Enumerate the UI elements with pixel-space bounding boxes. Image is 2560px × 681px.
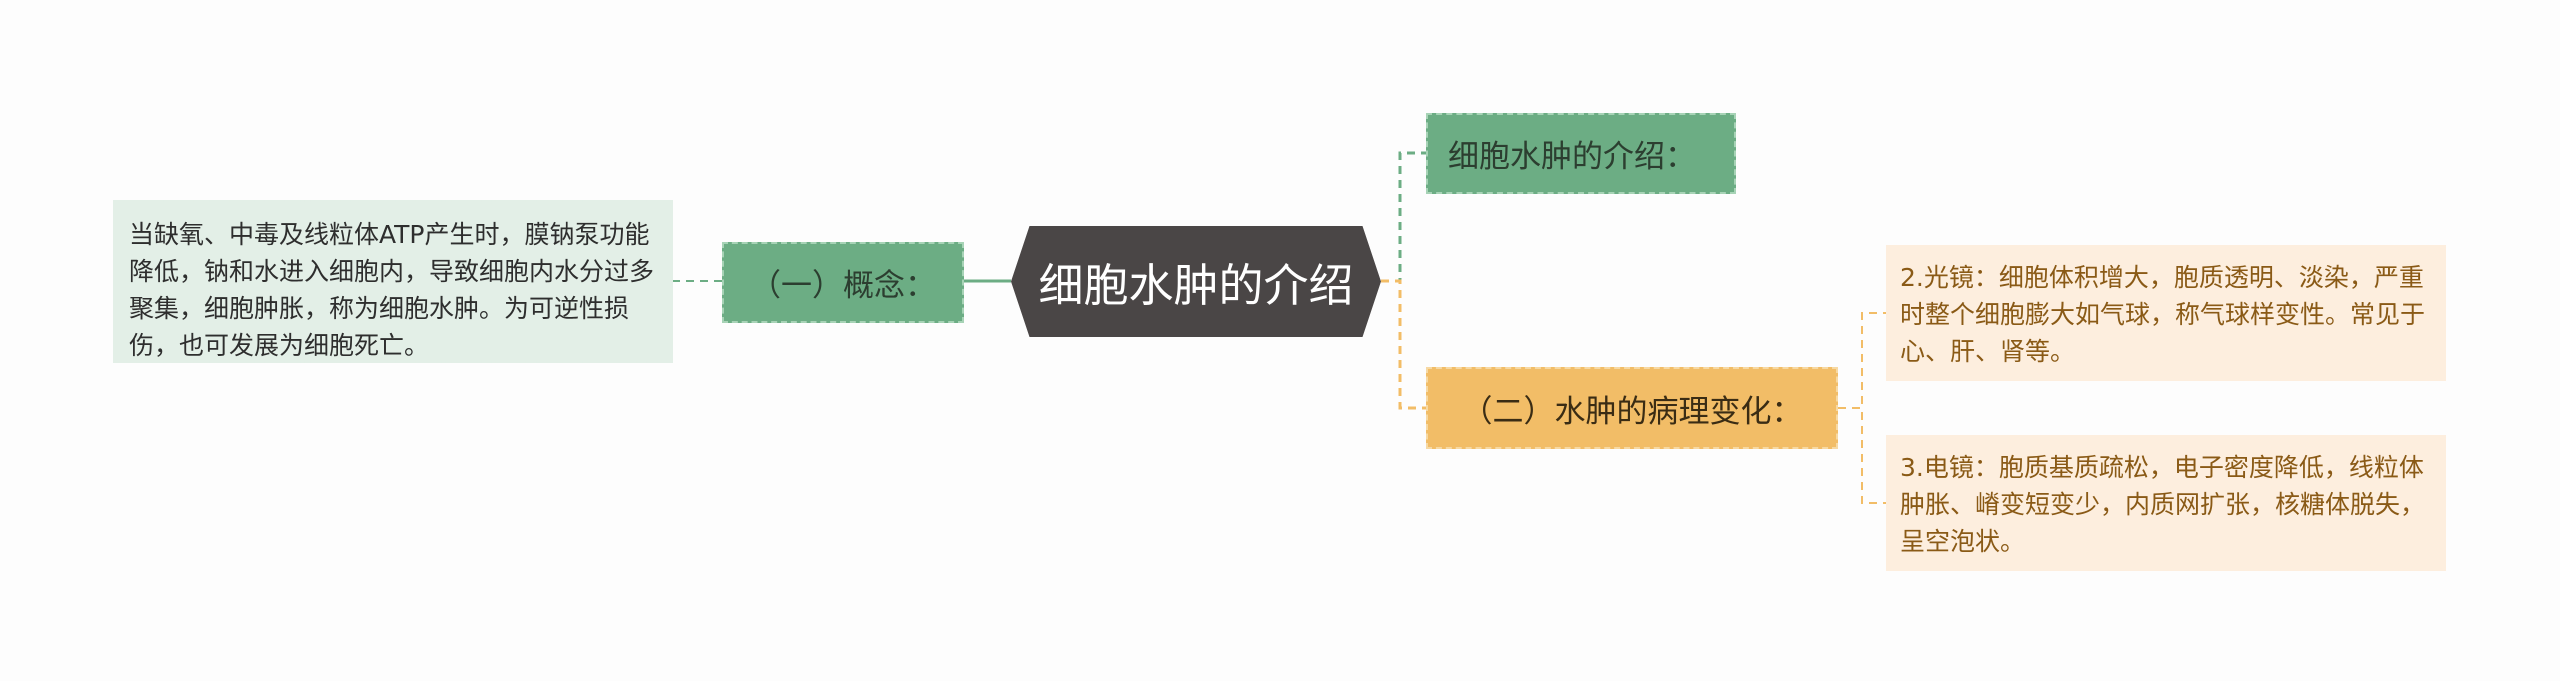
topic-pathology-label: （二）水肿的病理变化： xyxy=(1461,393,1803,430)
topic-pathology[interactable]: （二）水肿的病理变化： xyxy=(1426,367,1838,449)
pathology-item[interactable]: 3.电镜：胞质基质疏松，电子密度降低，线粒体肿胀、嵴变短变少，内质网扩张，核糖体… xyxy=(1886,435,2446,571)
connector-pathology-leaf-2 xyxy=(1838,407,1886,504)
topic-concept-label: （一）概念： xyxy=(750,268,936,304)
connector-central-pathology xyxy=(1381,279,1426,410)
pathology-item[interactable]: 2.光镜：细胞体积增大，胞质透明、淡染，严重时整个细胞膨大如气球，称气球样变性。… xyxy=(1886,245,2446,381)
concept-detail-text: 当缺氧、中毒及线粒体ATP产生时，膜钠泵功能降低，钠和水进入细胞内，导致细胞内水… xyxy=(129,220,655,360)
connector-central-intro xyxy=(1381,151,1426,283)
connector-pathology-leaf-1 xyxy=(1838,312,1886,409)
topic-intro-label: 细胞水肿的介绍： xyxy=(1448,139,1696,175)
central-topic-label: 细胞水肿的介绍 xyxy=(1038,259,1354,312)
central-topic[interactable]: 细胞水肿的介绍 xyxy=(1011,226,1381,337)
topic-intro[interactable]: 细胞水肿的介绍： xyxy=(1426,113,1736,194)
topic-concept[interactable]: （一）概念： xyxy=(722,242,964,323)
concept-detail[interactable]: 当缺氧、中毒及线粒体ATP产生时，膜钠泵功能降低，钠和水进入细胞内，导致细胞内水… xyxy=(113,200,673,363)
pathology-item-text: 3.电镜：胞质基质疏松，电子密度降低，线粒体肿胀、嵴变短变少，内质网扩张，核糖体… xyxy=(1900,453,2426,556)
pathology-item-text: 2.光镜：细胞体积增大，胞质透明、淡染，严重时整个细胞膨大如气球，称气球样变性。… xyxy=(1900,263,2426,366)
